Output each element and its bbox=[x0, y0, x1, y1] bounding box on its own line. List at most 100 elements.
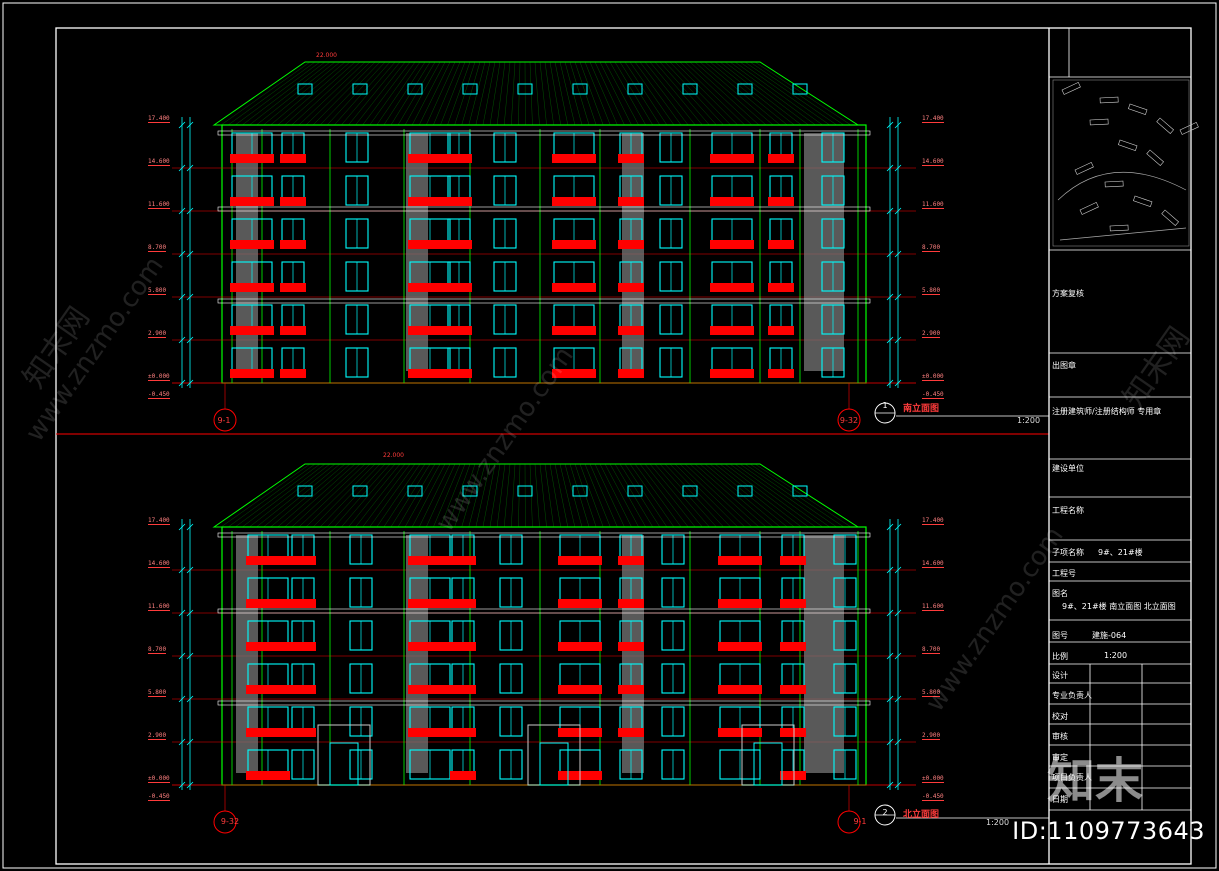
balcony-railing bbox=[768, 240, 794, 249]
balcony-railing bbox=[552, 369, 596, 378]
tb-plan-review: 方案复核 bbox=[1052, 289, 1084, 298]
roof-hatch bbox=[684, 463, 752, 528]
roof-hatch bbox=[629, 463, 675, 528]
dormer-window bbox=[572, 485, 588, 497]
tb-design-label: 设计 bbox=[1052, 671, 1068, 680]
dimension-tick bbox=[186, 781, 194, 789]
roof-hatch bbox=[604, 61, 639, 126]
balcony-railing bbox=[450, 642, 476, 651]
balcony-railing bbox=[780, 728, 806, 737]
balcony-railing bbox=[618, 154, 644, 163]
roof-hatch bbox=[684, 61, 752, 126]
stair-wall-strip bbox=[804, 535, 844, 773]
roof-hatch bbox=[355, 61, 406, 126]
dimension-tick bbox=[178, 250, 186, 258]
stair-wall-strip bbox=[804, 133, 844, 371]
roof-hatch bbox=[624, 463, 668, 528]
site-building bbox=[1074, 161, 1094, 175]
roof-hatch bbox=[489, 463, 501, 528]
roof-hatch bbox=[496, 463, 506, 528]
dimension-tick bbox=[186, 738, 194, 746]
roof-hatch bbox=[644, 61, 696, 126]
tb-stamp-label: 出图章 bbox=[1052, 361, 1076, 370]
roof-hatch bbox=[412, 463, 446, 528]
dormer-window bbox=[792, 485, 808, 497]
cornice-band bbox=[217, 700, 871, 706]
balcony-railing bbox=[780, 599, 806, 608]
balcony-railing bbox=[408, 556, 452, 565]
balcony-railing bbox=[230, 283, 274, 292]
dimension-tick bbox=[186, 523, 194, 531]
balcony-railing bbox=[558, 599, 602, 608]
level-label: 5.800 bbox=[922, 287, 941, 295]
roof-hatch bbox=[249, 463, 331, 528]
roof-hatch bbox=[549, 61, 561, 126]
dimension-tick bbox=[886, 207, 894, 215]
level-label: 8.700 bbox=[148, 646, 167, 654]
stair-wall-strip bbox=[622, 535, 644, 773]
dimension-tick bbox=[894, 738, 902, 746]
balcony-railing bbox=[552, 197, 596, 206]
balcony-railing bbox=[780, 685, 806, 694]
roof-hatch bbox=[559, 463, 576, 528]
site-plan-thumbnail bbox=[1052, 79, 1199, 247]
level-label: 11.600 bbox=[922, 201, 944, 209]
dimension-tick bbox=[178, 379, 186, 387]
entrance-door bbox=[329, 742, 359, 786]
roof-hatch bbox=[475, 61, 491, 126]
site-building bbox=[1109, 224, 1129, 232]
roof-hatch bbox=[654, 61, 710, 126]
balcony-railing bbox=[558, 556, 602, 565]
balcony-railing bbox=[552, 283, 596, 292]
dimension-tick bbox=[186, 695, 194, 703]
dormer-window bbox=[462, 485, 478, 497]
balcony-railing bbox=[450, 685, 476, 694]
dormer-window bbox=[627, 83, 643, 95]
entrance-door bbox=[539, 742, 569, 786]
roof-hatch bbox=[383, 61, 426, 126]
roof-hatch bbox=[320, 463, 381, 528]
dimension-tick bbox=[178, 121, 186, 129]
level-label: 2.900 bbox=[922, 732, 941, 740]
tb-scale-label: 比例 bbox=[1052, 652, 1068, 661]
roof-hatch bbox=[599, 61, 632, 126]
site-plan-frame bbox=[1052, 79, 1190, 247]
roof-hatch bbox=[584, 463, 611, 528]
tb-chief-label: 专业负责人 bbox=[1052, 691, 1092, 700]
axis-label-left-2: 9-32 bbox=[220, 817, 240, 826]
site-road bbox=[1059, 227, 1187, 241]
roof-hatch bbox=[433, 61, 461, 126]
axis-label-right-2: 9-1 bbox=[853, 817, 867, 826]
balcony-railing bbox=[408, 685, 452, 694]
roof-hatch bbox=[594, 61, 625, 126]
balcony-railing bbox=[558, 642, 602, 651]
dormer-window bbox=[737, 485, 753, 497]
roof-hatch bbox=[383, 463, 426, 528]
balcony-railing bbox=[618, 197, 644, 206]
tb-review-label: 审核 bbox=[1052, 732, 1068, 741]
level-label: 17.400 bbox=[148, 517, 170, 525]
level-label: -0.450 bbox=[148, 793, 170, 801]
dormer-window bbox=[352, 485, 368, 497]
dormer-window bbox=[407, 485, 423, 497]
level-label: 5.800 bbox=[148, 689, 167, 697]
roof-hatch bbox=[298, 463, 366, 528]
dimension-tick bbox=[186, 566, 194, 574]
tb-drawing-no-label: 图号 bbox=[1052, 631, 1068, 640]
level-label: -0.450 bbox=[148, 391, 170, 399]
tb-scale-value: 1:200 bbox=[1104, 651, 1128, 660]
roof-hatch bbox=[376, 61, 421, 126]
balcony-railing bbox=[780, 642, 806, 651]
roof-hatch bbox=[634, 463, 682, 528]
balcony-railing bbox=[618, 599, 644, 608]
roof-hatch bbox=[341, 463, 396, 528]
dimension-tick bbox=[894, 336, 902, 344]
roof-hatch bbox=[559, 61, 576, 126]
level-label: ±0.000 bbox=[922, 373, 944, 381]
roof-hatch bbox=[649, 61, 703, 126]
roof-hatch bbox=[679, 463, 745, 528]
dimension-tick bbox=[178, 609, 186, 617]
elevation-number-2: 2 bbox=[882, 808, 888, 817]
dimension-tick bbox=[886, 336, 894, 344]
